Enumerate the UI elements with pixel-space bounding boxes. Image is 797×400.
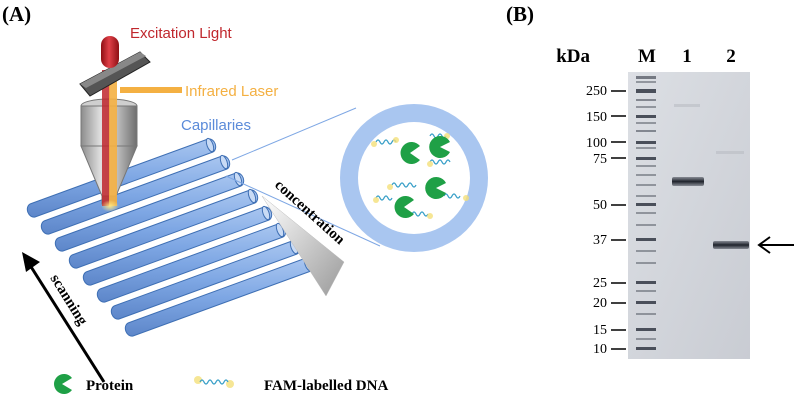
marker-ladder [636, 76, 656, 350]
scanning-arrow [26, 261, 106, 383]
focus-spot [101, 200, 119, 212]
marker-100: 100 [586, 136, 607, 151]
capillary-tube [82, 205, 273, 286]
lane-2-label: 2 [726, 46, 736, 67]
zoom-line [225, 175, 381, 247]
protein-legend-icon [54, 374, 72, 395]
capillary-tube [40, 154, 231, 235]
kda-label: kDa [556, 46, 590, 67]
panel-a-label: (A) [2, 2, 32, 26]
infrared-laser-label: Infrared Laser [185, 83, 278, 100]
laser-beam-horizontal [120, 87, 182, 93]
marker-250: 250 [586, 84, 607, 99]
dna-legend-label: FAM-labelled DNA [264, 378, 388, 394]
dna-legend-icon [194, 376, 234, 388]
band-arrow [757, 236, 794, 254]
protein-molecules [394, 136, 450, 218]
laser-beam [109, 78, 117, 206]
marker-25: 25 [593, 276, 607, 291]
legend: Protein FAM-labelled DNA [54, 374, 388, 395]
marker-50: 50 [593, 198, 607, 213]
lane-1-label: 1 [682, 46, 692, 67]
marker-150: 150 [586, 110, 607, 125]
lane-m-label: M [638, 46, 656, 67]
excitation-source [101, 36, 119, 68]
zoom-line [231, 107, 357, 161]
lane-1-band [672, 177, 704, 186]
protein-legend-label: Protein [86, 378, 134, 394]
zoom-inset [340, 104, 488, 252]
dichroic-mirror-top [80, 52, 146, 88]
panel-b-label: (B) [506, 2, 534, 26]
concentration-wedge [261, 195, 345, 297]
capillaries-label: Capillaries [181, 117, 251, 134]
capillary-tube [68, 188, 259, 269]
dye-labels [371, 133, 469, 219]
marker-20: 20 [593, 296, 607, 311]
marker-scale: 250 150 100 75 50 37 25 20 15 10 [586, 84, 626, 357]
marker-75: 75 [593, 152, 607, 167]
marker-10: 10 [593, 342, 607, 357]
lane-2-band [713, 241, 749, 249]
excitation-light-label: Excitation Light [130, 25, 233, 42]
gel-image [628, 72, 750, 359]
lane-1-faint-band [674, 104, 700, 107]
scanning-arrow-head [22, 252, 40, 272]
excitation-beam [102, 70, 110, 206]
marker-15: 15 [593, 323, 607, 338]
lane-2-faint-band [716, 151, 744, 154]
marker-37: 37 [593, 233, 607, 248]
